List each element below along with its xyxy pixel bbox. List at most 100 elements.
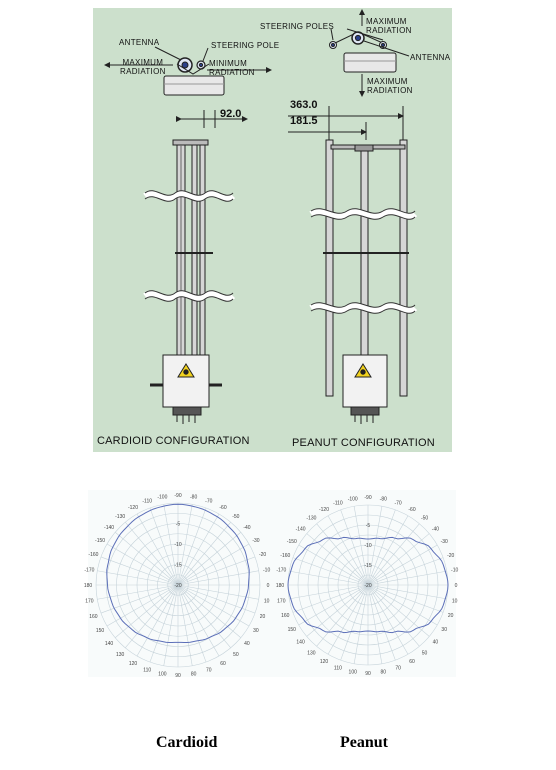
polar-spoke	[292, 584, 369, 613]
angle-tick-label: 20	[448, 613, 454, 619]
polar-spoke	[125, 584, 179, 649]
polar-spoke	[316, 584, 369, 647]
angle-tick-label: -40	[243, 525, 250, 531]
angle-tick-label: 30	[253, 628, 259, 634]
angle-tick-label: -160	[88, 552, 98, 558]
polar-spoke	[106, 543, 179, 586]
angle-tick-label: -80	[190, 494, 197, 500]
angle-tick-label: -110	[333, 500, 343, 506]
polar-spoke	[136, 513, 179, 586]
angle-tick-label: 40	[244, 641, 250, 647]
polar-spoke	[136, 584, 179, 657]
radial-tick-label: -5	[176, 522, 181, 528]
polar-spoke	[340, 509, 369, 586]
max-radiation-label-right-top: MAXIMUM RADIATION	[366, 17, 412, 35]
max-radiation-label-left: MAXIMUM RADIATION	[120, 58, 166, 76]
angle-tick-label: 80	[191, 672, 197, 678]
polar-spoke	[163, 584, 179, 666]
angle-tick-label: -30	[441, 539, 448, 545]
peanut-configuration-caption: PEANUT CONFIGURATION	[292, 437, 435, 449]
angle-tick-label: 50	[422, 650, 428, 656]
angle-tick-label: -10	[451, 568, 458, 574]
angle-tick-label: 140	[296, 640, 305, 646]
angle-tick-label: -50	[232, 514, 239, 520]
polar-spoke	[177, 584, 193, 666]
angle-tick-label: -150	[95, 538, 105, 544]
angle-tick-label: 130	[116, 652, 125, 658]
radial-tick-label: -10	[364, 543, 371, 549]
polar-plot-cardioid: -90-80-70-60-50-40-30-20-100102030405060…	[84, 493, 271, 679]
polar-spoke	[289, 584, 369, 600]
angle-tick-label: 30	[441, 627, 447, 633]
polar-spoke	[367, 584, 444, 613]
angle-tick-label: 10	[452, 598, 458, 604]
dimension-181: 181.5	[290, 115, 318, 127]
angle-tick-label: -80	[380, 496, 387, 502]
polar-spoke	[292, 557, 369, 586]
min-radiation-label: MINIMUM RADIATION	[209, 59, 255, 77]
angle-tick-label: 110	[334, 666, 342, 672]
angle-tick-label: -30	[252, 538, 259, 544]
polar-spoke	[114, 584, 179, 638]
angle-tick-label: -140	[296, 526, 306, 532]
angle-tick-label: 180	[276, 583, 285, 589]
polar-spoke	[367, 509, 396, 586]
peanut-top-view	[329, 9, 410, 97]
angle-tick-label: -60	[219, 505, 226, 511]
polar-spoke	[177, 513, 220, 586]
angle-tick-label: 70	[206, 668, 212, 674]
polar-spoke	[367, 570, 447, 586]
angle-tick-label: 120	[320, 659, 329, 665]
polar-plot-peanut: -90-80-70-60-50-40-30-20-100102030405060…	[276, 495, 459, 677]
polar-spoke	[367, 544, 438, 586]
polar-spoke	[177, 543, 250, 586]
polar-spoke	[367, 584, 383, 664]
polar-spoke	[340, 584, 369, 661]
peanut-label: Peanut	[340, 734, 388, 751]
polar-spoke	[177, 584, 231, 649]
pattern-curve-cardioid	[106, 503, 250, 643]
angle-tick-label: 150	[288, 627, 297, 633]
angle-tick-label: -90	[364, 495, 371, 501]
polar-spoke	[177, 584, 250, 627]
dimension-92: 92.0	[220, 108, 242, 120]
angle-tick-label: -10	[263, 567, 270, 573]
angle-tick-label: -40	[432, 526, 439, 532]
polar-spoke	[114, 532, 179, 586]
polar-spoke	[177, 584, 259, 600]
polar-spoke	[177, 556, 256, 586]
polar-spoke	[353, 584, 369, 664]
dimension-363: 363.0	[290, 99, 318, 111]
angle-tick-label: 80	[380, 670, 386, 676]
polar-spoke	[177, 532, 242, 586]
angle-tick-label: -100	[157, 494, 167, 500]
cardioid-top-view	[104, 46, 272, 96]
angle-tick-label: -150	[287, 539, 297, 545]
radial-tick-label: -15	[364, 563, 371, 569]
polar-spoke	[177, 504, 193, 586]
angle-tick-label: 180	[84, 583, 93, 589]
angle-tick-label: -70	[205, 498, 212, 504]
polar-spoke	[125, 521, 179, 586]
angle-tick-label: 100	[349, 670, 358, 676]
antenna-label-right: ANTENNA	[410, 53, 451, 62]
angle-tick-label: 170	[85, 599, 94, 605]
radial-tick-label: -5	[366, 523, 371, 529]
polar-spoke	[367, 584, 447, 600]
angle-tick-label: -130	[115, 514, 125, 520]
polar-spoke	[106, 584, 179, 627]
angle-tick-label: -20	[447, 553, 454, 559]
radial-tick-label: -20	[364, 583, 371, 589]
angle-tick-label: 110	[143, 668, 151, 674]
radial-tick-label: -10	[174, 542, 181, 548]
polar-spoke	[177, 584, 207, 663]
angle-tick-label: -50	[421, 516, 428, 522]
cardioid-label: Cardioid	[156, 734, 218, 751]
polar-spoke	[327, 584, 369, 655]
polar-spoke	[289, 570, 369, 586]
angle-tick-label: 60	[220, 661, 226, 667]
polar-spoke	[177, 584, 242, 638]
polar-spoke	[100, 556, 179, 586]
angle-tick-label: -110	[142, 498, 152, 504]
